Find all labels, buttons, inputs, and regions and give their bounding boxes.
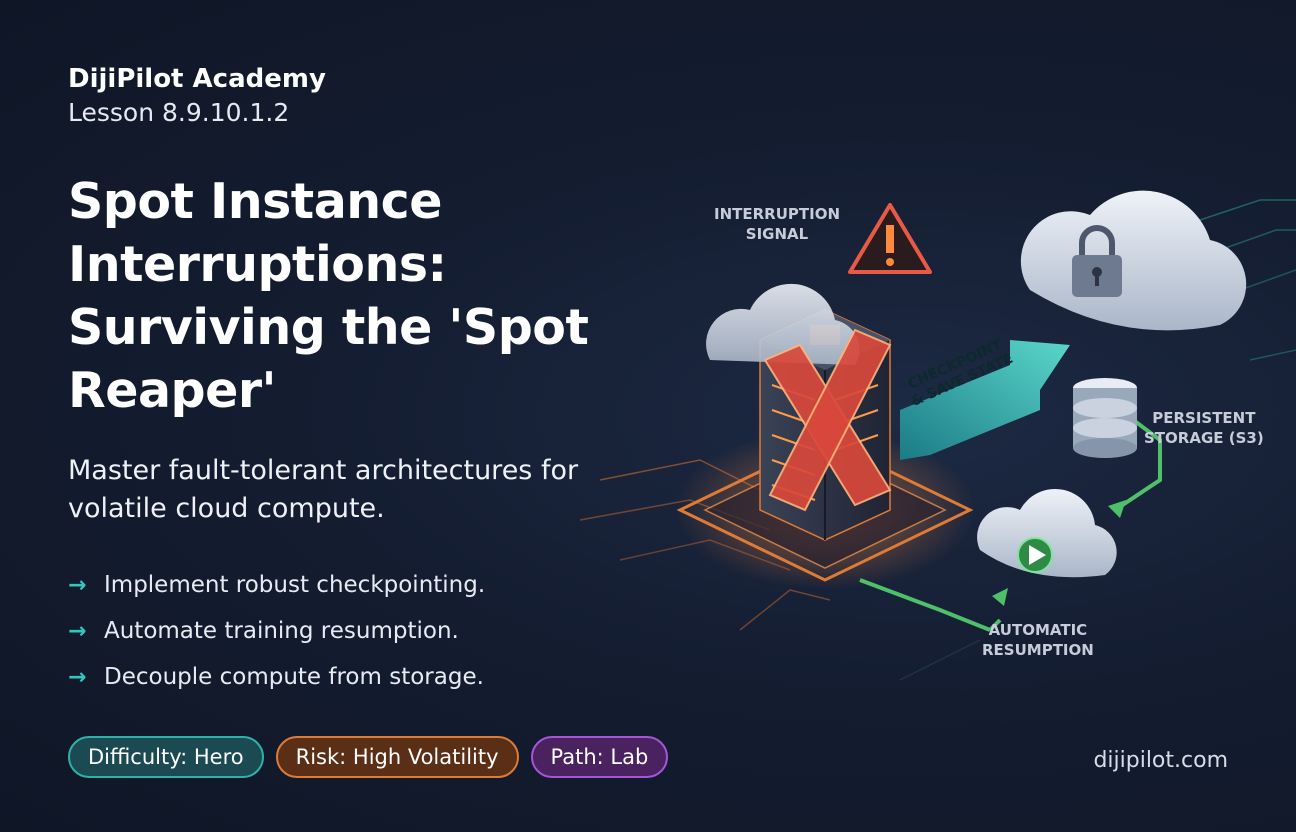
bullet-text: Automate training resumption. — [104, 618, 459, 644]
lesson-number: Lesson 8.9.10.1.2 — [68, 98, 290, 127]
path-badge: Path: Lab — [530, 736, 669, 778]
bullet-text: Decouple compute from storage. — [104, 664, 484, 690]
label-line: AUTOMATIC — [988, 621, 1088, 639]
warning-icon — [848, 203, 932, 274]
site-url: dijipilot.com — [1093, 748, 1228, 773]
persistent-storage-label: PERSISTENT STORAGE (S3) — [1144, 408, 1264, 448]
flow-line — [988, 618, 1002, 632]
brand-block: DijiPilot Academy Lesson 8.9.10.1.2 — [68, 62, 326, 130]
arrow-head-icon — [1108, 500, 1126, 518]
architecture-illustration: INTERRUPTION SIGNAL CHECKPOINT & SAVE ST… — [560, 160, 1296, 721]
list-item: → Automate training resumption. — [68, 608, 628, 654]
lock-icon — [1072, 225, 1122, 297]
badge-row: Difficulty: Hero Risk: High Volatility P… — [68, 736, 669, 778]
x-icon — [763, 328, 892, 512]
flow-line — [859, 578, 991, 632]
flow-line-to-resume — [1113, 408, 1162, 512]
cloud-icon — [706, 283, 860, 365]
page-subtitle: Master fault-tolerant architectures for … — [68, 455, 579, 524]
play-icon — [1017, 537, 1053, 573]
page-title: Spot Instance Interruptions: Surviving t… — [68, 173, 589, 419]
arrow-right-icon: → — [68, 572, 87, 598]
risk-badge: Risk: High Volatility — [275, 736, 519, 778]
bullet-list: → Implement robust checkpointing. → Auto… — [68, 562, 628, 700]
label-line: RESUMPTION — [982, 641, 1094, 659]
difficulty-badge: Difficulty: Hero — [68, 736, 264, 778]
checkpoint-arrow-icon — [900, 340, 1070, 460]
label-line: SIGNAL — [745, 225, 809, 243]
illustration-svg — [579, 190, 1296, 721]
brand-name: DijiPilot Academy — [68, 64, 326, 94]
label-line: INTERRUPTION — [714, 205, 841, 223]
automatic-resumption-label: AUTOMATIC RESUMPTION — [982, 620, 1094, 660]
arrow-head-icon — [992, 588, 1008, 606]
arrow-right-icon: → — [68, 664, 87, 690]
interruption-signal-label: INTERRUPTION SIGNAL — [714, 204, 840, 244]
arrow-right-icon: → — [68, 618, 87, 644]
list-item: → Implement robust checkpointing. — [68, 562, 628, 608]
label-line: STORAGE (S3) — [1144, 429, 1264, 447]
database-icon — [1073, 378, 1137, 458]
label-line: PERSISTENT — [1152, 409, 1256, 427]
cloud-icon — [977, 488, 1117, 578]
bullet-text: Implement robust checkpointing. — [104, 572, 486, 598]
list-item: → Decouple compute from storage. — [68, 654, 628, 700]
cloud-icon — [1020, 190, 1247, 331]
